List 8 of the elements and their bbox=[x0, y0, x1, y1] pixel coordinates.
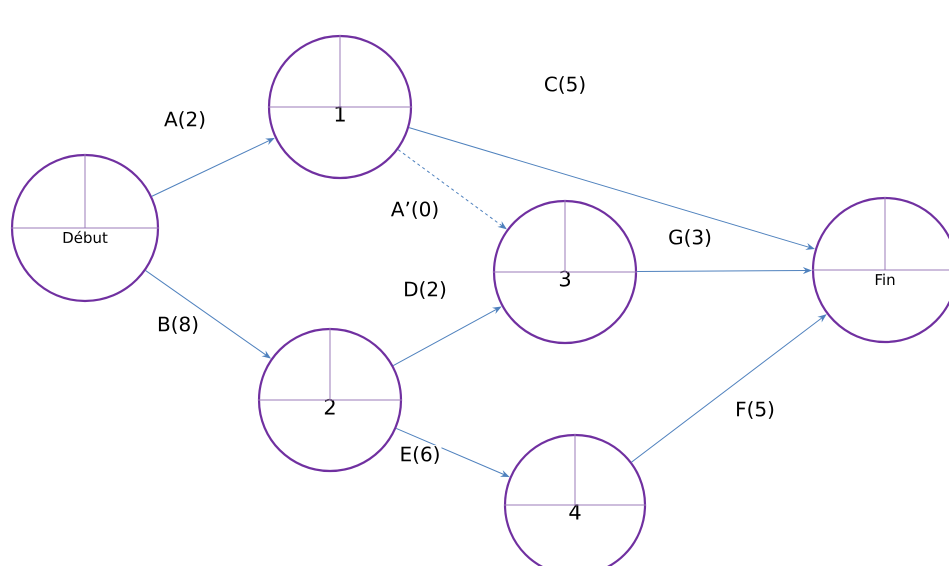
edge-label: A’(0) bbox=[390, 200, 440, 220]
edge-label: G(3) bbox=[667, 228, 713, 248]
edge-label: E(6) bbox=[398, 445, 442, 465]
edge-label: C(5) bbox=[542, 75, 588, 95]
edge-label: B(8) bbox=[156, 315, 200, 335]
edge-label: F(5) bbox=[734, 400, 776, 420]
edge-label: A(2) bbox=[163, 110, 207, 130]
edge-label: D(2) bbox=[402, 280, 448, 300]
